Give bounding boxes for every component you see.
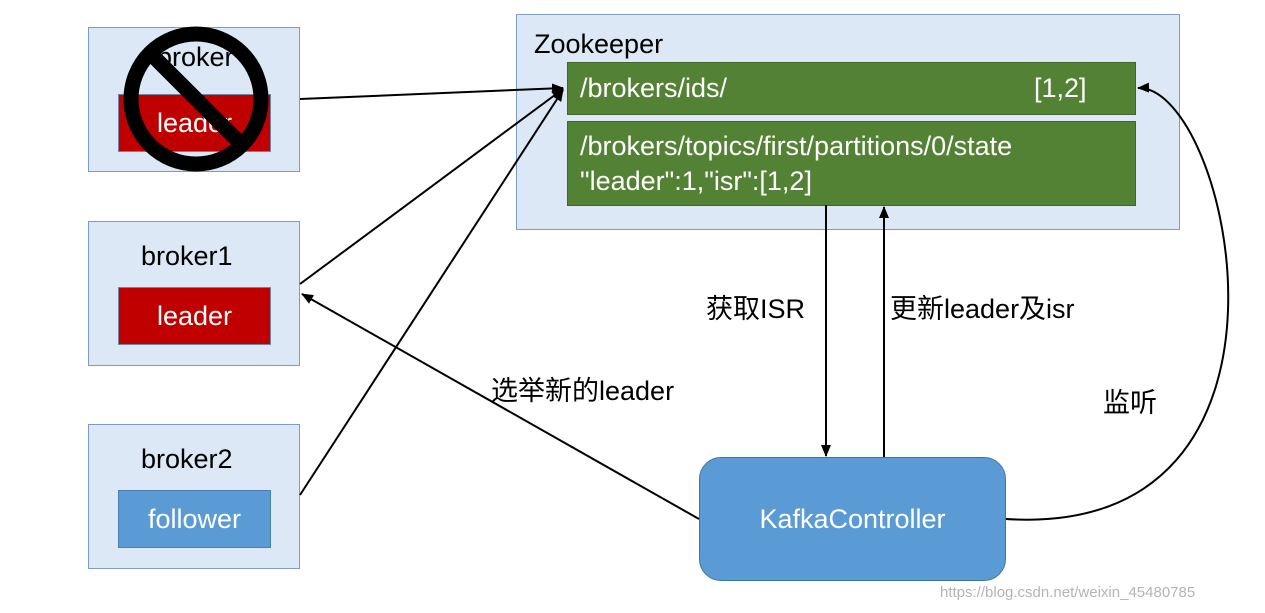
label-update-leader-isr: 更新leader及isr [890,294,1075,324]
broker2-node: broker2 follower [88,424,300,569]
arrow-controller-watch-ids [1005,82,1230,521]
zk-ids-node: /brokers/ids/ [1,2] [567,62,1136,115]
broker2-title: broker2 [141,444,233,474]
arrow-broker0-to-zk [299,83,564,100]
label-watch: 监听 [1103,388,1157,418]
watermark: https://blog.csdn.net/weixin_45480785 [940,584,1196,601]
arrow-broker2-to-zk [299,89,564,496]
zookeeper-node: Zookeeper /brokers/ids/ [1,2] /brokers/t… [516,14,1180,230]
broker1-leader-badge: leader [118,287,271,345]
kafka-controller-node: KafkaController [699,457,1006,581]
arrow-broker1-to-zk [299,88,564,285]
label-elect-new-leader: 选举新的leader [491,376,675,406]
broker1-title: broker1 [141,241,233,271]
zk-ids-path: /brokers/ids/ [580,73,728,103]
zk-state-node: /brokers/topics/first/partitions/0/state… [567,121,1136,206]
zk-ids-value: [1,2] [1034,73,1087,103]
broker1-node: broker1 leader [88,221,300,366]
label-get-isr: 获取ISR [706,294,806,324]
arrow-controller-to-broker1 [301,293,700,520]
zk-state-value: "leader":1,"isr":[1,2] [580,165,812,196]
prohibited-icon [123,26,269,172]
broker2-follower-badge: follower [118,490,271,548]
zookeeper-title: Zookeeper [534,29,664,59]
zk-state-path: /brokers/topics/first/partitions/0/state [580,130,1013,161]
